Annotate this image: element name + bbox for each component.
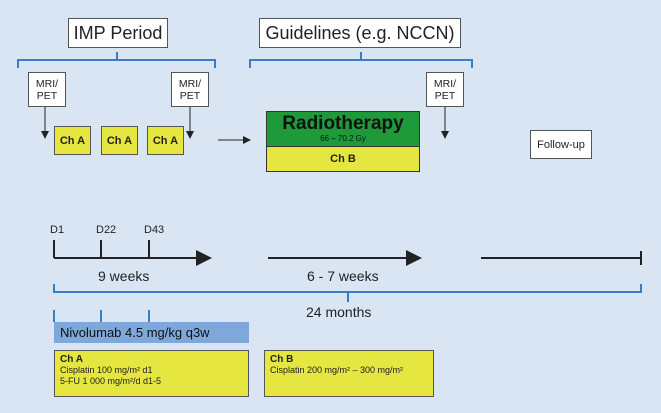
imaging-box-2: MRI/ PET [171,72,209,107]
ch-b-info-box: Ch B Cisplatin 200 mg/m² – 300 mg/m² [264,350,434,397]
imaging-line-2: PET [179,89,201,102]
nivolumab-bar: Nivolumab 4.5 mg/kg q3w [54,322,249,343]
chemo-cycle-2: Ch A [101,126,138,155]
ch-a-info-title: Ch A [60,354,83,365]
day-label-d43: D43 [144,224,165,236]
radiotherapy-dose: 66 – 70.2 Gy [320,134,366,143]
radiotherapy-title: Radiotherapy [282,113,404,134]
guidelines-bracket [249,52,473,68]
day-label-d1: D1 [50,224,65,236]
day-label-d22: D22 [96,224,117,236]
duration-label-1: 9 weeks [98,268,150,284]
ch-b-info-title: Ch B [270,354,294,365]
follow-up-box: Follow-up [530,130,592,159]
ch-a-info-box: Ch A Cisplatin 100 mg/m² d1 5-FU 1 000 m… [54,350,249,397]
chemo-cycle-3: Ch A [147,126,184,155]
ch-b-info-line-1: Cisplatin 200 mg/m² – 300 mg/m² [270,365,404,375]
imaging-box-1: MRI/ PET [28,72,66,107]
ch-a-info-line-1: Cisplatin 100 mg/m² d1 [60,365,153,375]
radiotherapy-chemo-block: Ch B [266,147,420,172]
imaging-line-2: PET [434,89,456,102]
imp-period-header: IMP Period [68,18,168,48]
radiotherapy-block: Radiotherapy 66 – 70.2 Gy [266,111,420,147]
imaging-line-1: MRI/ [35,77,59,90]
imaging-line-2: PET [36,89,58,102]
imaging-line-1: MRI/ [433,77,457,90]
imp-period-bracket [17,52,216,68]
chemo-cycle-1: Ch A [54,126,91,155]
imaging-line-1: MRI/ [178,77,202,90]
duration-label-2: 6 - 7 weeks [307,268,379,284]
guidelines-header: Guidelines (e.g. NCCN) [259,18,461,48]
imaging-box-3: MRI/ PET [426,72,464,107]
total-duration-label: 24 months [306,304,372,320]
ch-a-info-line-2: 5-FU 1 000 mg/m²/d d1-5 [60,376,162,386]
total-duration-bracket [53,284,642,302]
